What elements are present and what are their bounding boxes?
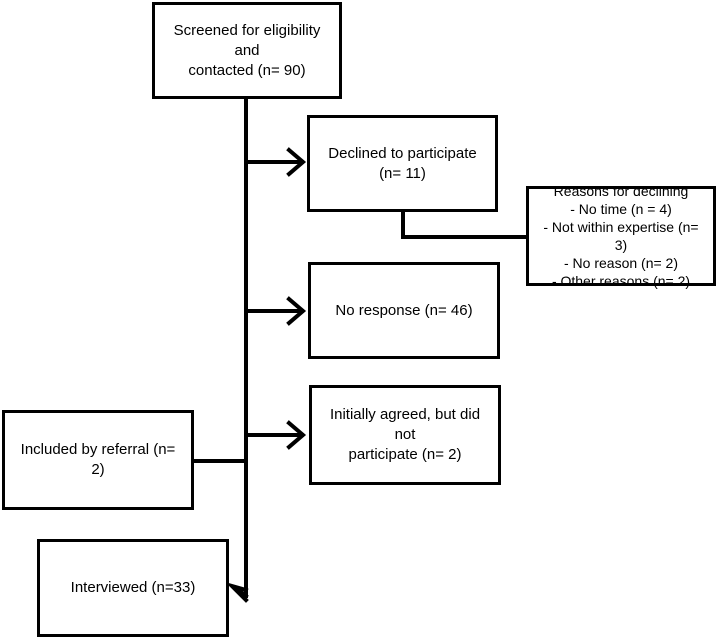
interviewed-text: Interviewed (n=33) — [70, 579, 196, 596]
reasons-item: - Not within expertise (n= 3) — [543, 219, 699, 253]
referral-text: Included by referral (n= 2) — [20, 441, 176, 478]
reasons-item: - Other reasons (n= 2) — [551, 273, 691, 289]
reasons-title: Reasons for declining — [553, 183, 689, 199]
reasons-item: - No reason (n= 2) — [564, 255, 678, 271]
reasons-box: Reasons for declining - No time (n = 4) … — [526, 183, 716, 289]
arrowhead-agreed — [286, 420, 307, 450]
reasons-list: Reasons for declining - No time (n = 4) … — [537, 182, 705, 290]
declined-text: Declined to participate (n= 11) — [328, 144, 477, 182]
reasons-connector-line — [401, 208, 531, 239]
no-response-box: No response (n= 46) — [308, 262, 500, 359]
screened-text: Screened for eligibility and contacted (… — [173, 21, 321, 79]
declined-box: Declined to participate (n= 11) — [307, 115, 498, 212]
arrowhead-declined — [286, 147, 307, 177]
agreed-not-participated-text: Initially agreed, but did not participat… — [329, 406, 481, 463]
reasons-item: - No time (n = 4) — [570, 201, 672, 217]
referral-box: Included by referral (n= 2) — [2, 410, 194, 510]
agreed-not-participated-box: Initially agreed, but did not participat… — [309, 385, 501, 485]
arrowhead-interviewed-head — [225, 581, 249, 603]
no-response-text: No response (n= 46) — [335, 301, 473, 319]
interviewed-box: Interviewed (n=33) — [37, 539, 229, 637]
screened-box: Screened for eligibility and contacted (… — [152, 2, 342, 99]
arrowhead-no-response — [286, 296, 307, 326]
